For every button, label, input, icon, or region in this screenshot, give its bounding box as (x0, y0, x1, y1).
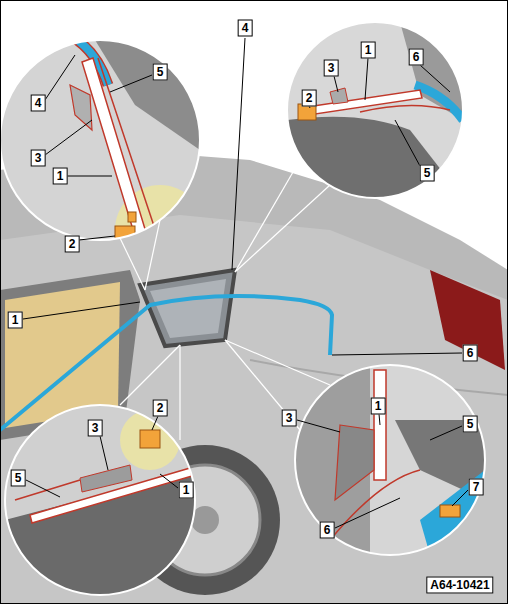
callout-number: 6 (409, 49, 424, 66)
detail-bottom-right (440, 505, 460, 517)
detail-bottom-right (295, 365, 485, 555)
detail-top-right (287, 22, 463, 198)
leader-line (23, 38, 468, 528)
leader-line (152, 416, 158, 430)
callout-number: 3 (88, 420, 103, 437)
callout-number: 7 (469, 479, 484, 496)
leader-line (23, 302, 140, 319)
leader-line (297, 420, 340, 432)
leader-line (79, 236, 115, 240)
leader-line (232, 38, 245, 270)
callout-number: 1 (361, 42, 376, 59)
zoom-cone (120, 345, 180, 405)
leader-line (332, 353, 462, 355)
detail-bottom-left (80, 465, 132, 492)
detail-top-right (330, 88, 348, 104)
leader-line (160, 474, 178, 488)
leader-line (110, 75, 152, 92)
detail-top-right (287, 117, 463, 198)
detail-top-left (70, 85, 92, 130)
zoom-circle (0, 40, 200, 240)
callout-number: 6 (320, 522, 335, 539)
leader-line (365, 58, 368, 100)
leader-line (67, 176, 112, 177)
callout-number: 4 (31, 95, 46, 112)
detail-top-left (60, 30, 108, 85)
callout-number: 4 (238, 20, 253, 37)
car-body (0, 215, 508, 604)
zoom-cone (225, 340, 300, 430)
zoom-circle (295, 365, 485, 555)
callout-number: 3 (31, 150, 46, 167)
detail-bottom-right (374, 370, 386, 480)
callout-number: 3 (282, 410, 297, 427)
callout-number: 5 (463, 416, 478, 433)
car-body (140, 270, 235, 346)
detail-bottom-right (330, 470, 420, 540)
callout-number: 1 (53, 168, 68, 185)
leader-line (45, 55, 75, 100)
car-body (150, 279, 226, 338)
detail-top-left (98, 58, 162, 250)
callout-number: 5 (153, 64, 168, 81)
leader-line (334, 76, 338, 92)
detail-top-left (82, 58, 152, 256)
zoom-circle (5, 405, 195, 595)
zoom-cone (225, 340, 330, 385)
detail-bottom-left (5, 470, 195, 595)
callout-number: 2 (302, 90, 317, 107)
leader-line (395, 120, 420, 166)
callout-number: 6 (463, 345, 478, 362)
callout-number: 3 (324, 60, 339, 77)
zoom-cone (145, 220, 160, 290)
zoom-cone (235, 160, 300, 272)
leader-line (452, 490, 468, 506)
callout-number: 5 (11, 470, 26, 487)
callout-number: 2 (153, 400, 168, 417)
leader-line (100, 436, 108, 470)
callout-number: 1 (371, 398, 386, 415)
detail-bottom-right (335, 425, 374, 500)
detail-bottom-right (420, 470, 485, 555)
leader-line (26, 480, 60, 497)
detail-bottom-left (5, 405, 195, 595)
leader-line (379, 414, 380, 425)
detail-bottom-left (140, 430, 160, 448)
zoom-cone (179, 345, 180, 440)
zoom-circle (287, 22, 463, 198)
detail-top-right (360, 105, 450, 112)
callout-number: 5 (420, 165, 435, 182)
detail-bottom-right (295, 365, 485, 555)
callout-number: 2 (65, 236, 80, 253)
detail-top-left (128, 212, 136, 222)
callout-number: 1 (179, 482, 194, 499)
leader-line (335, 498, 400, 528)
leader-line (420, 65, 450, 92)
detail-top-left (0, 30, 205, 275)
car-body (430, 270, 505, 370)
leader-line (430, 426, 462, 440)
car-body (0, 296, 332, 430)
leader-line (45, 120, 92, 155)
detail-top-right (287, 22, 463, 198)
figure-number: A64-10421 (426, 577, 493, 594)
zoom-cone (235, 185, 330, 272)
detail-bottom-left (5, 405, 195, 595)
zoom-cone (120, 238, 145, 290)
callout-number: 1 (8, 312, 23, 329)
detail-top-left (60, 30, 108, 85)
detail-top-right (415, 85, 463, 120)
